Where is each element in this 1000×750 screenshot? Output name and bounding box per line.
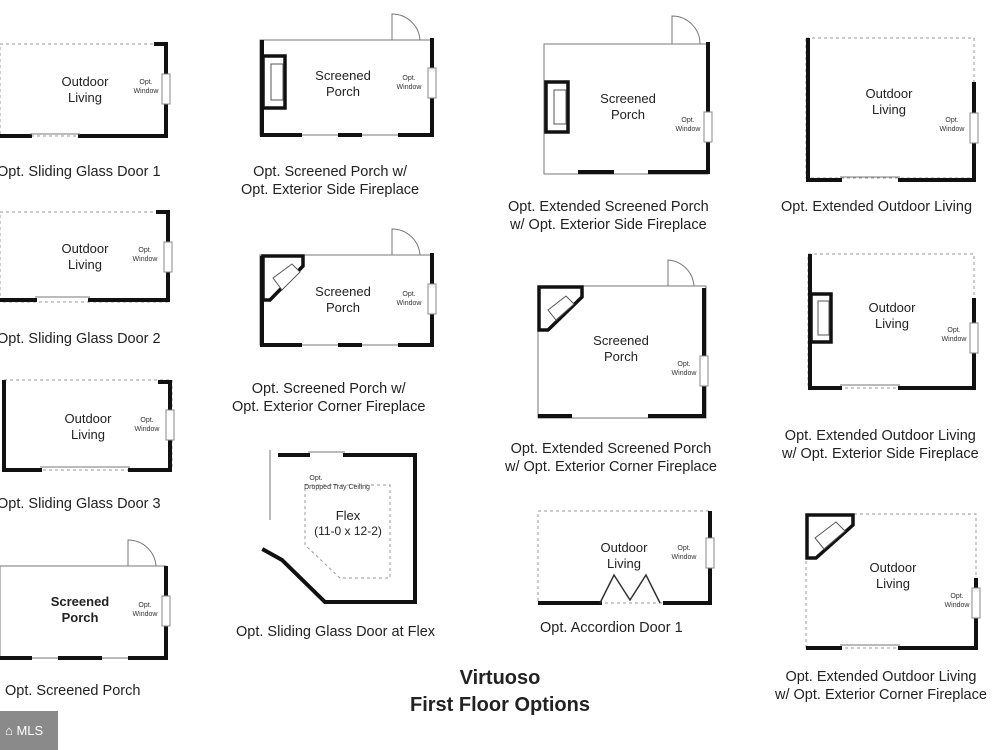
plan-extended-screened-porch-corner-fireplace: Screened Porch Opt. Window (537, 259, 709, 419)
room-label-porch: Porch (611, 107, 645, 122)
room-label-porch: Porch (604, 349, 638, 364)
plan-extended-screened-porch-side-fireplace: Screened Porch Opt. Window (543, 15, 713, 175)
window-label-window: Window (133, 611, 159, 618)
window-label-window: Window (942, 336, 968, 343)
room-label-living: Living (607, 556, 641, 571)
room-label-outdoor: Outdoor (601, 540, 649, 555)
window-label-opt: Opt. (138, 247, 151, 254)
plan-sliding-glass-door-1: Outdoor Living Opt. Window (0, 42, 171, 138)
plan-sliding-glass-door-2: Outdoor Living Opt. Window (0, 210, 173, 303)
window-label-window: Window (672, 370, 698, 377)
caption-sliding-glass-door-at-flex: Opt. Sliding Glass Door at Flex (236, 624, 436, 640)
window-label-opt: Opt. (677, 361, 690, 368)
page-title: Virtuoso (459, 667, 541, 689)
window-label-opt: Opt. (677, 545, 690, 552)
window-label-opt: Opt. (402, 291, 415, 298)
plan-accordion-door-1: Outdoor Living Opt. Window (537, 510, 715, 605)
window-label-opt: Opt. (945, 117, 958, 124)
room-label-flex: Flex (336, 508, 361, 523)
window-label-opt: Opt. (140, 417, 153, 424)
caption-sliding-glass-door-1: Opt. Sliding Glass Door 1 (0, 164, 161, 180)
room-label-screened: Screened (315, 68, 371, 83)
plan-extended-outdoor-living-side-fireplace: Outdoor Living Opt. Window (807, 253, 979, 390)
window-label-window: Window (397, 300, 423, 307)
room-label-porch: Porch (326, 84, 360, 99)
window-label-window: Window (945, 602, 971, 609)
room-label-living: Living (68, 257, 102, 272)
room-label-living: Living (875, 316, 909, 331)
window-label-window: Window (672, 554, 698, 561)
plan-sliding-glass-door-at-flex: Flex (11-0 x 12-2) Opt. Dropped Tray Cei… (261, 450, 417, 604)
window-label-opt: Opt. (950, 593, 963, 600)
tray-label-opt: Opt. (309, 475, 322, 482)
caption-screened-porch-corner-fireplace: Opt. Screened Porch w/Opt. Exterior Corn… (232, 381, 426, 415)
caption-screened-porch-side-fireplace: Opt. Screened Porch w/Opt. Exterior Side… (241, 164, 420, 198)
caption-accordion-door-1: Opt. Accordion Door 1 (540, 620, 683, 636)
room-label-living: Living (71, 427, 105, 442)
page-subtitle: First Floor Options (410, 694, 590, 716)
room-label-screened: Screened (51, 594, 110, 609)
room-label-outdoor: Outdoor (65, 411, 113, 426)
plan-extended-outdoor-living: Outdoor Living Opt. Window (805, 37, 979, 182)
room-label-porch: Porch (326, 300, 360, 315)
window-label-opt: Opt. (139, 79, 152, 86)
window-label-opt: Opt. (681, 117, 694, 124)
caption-sliding-glass-door-2: Opt. Sliding Glass Door 2 (0, 331, 161, 347)
tray-label-ceiling: Dropped Tray Ceiling (304, 484, 370, 491)
caption-sliding-glass-door-3: Opt. Sliding Glass Door 3 (0, 496, 161, 512)
plan-sliding-glass-door-3: Outdoor Living Opt. Window (2, 379, 175, 472)
window-label-opt: Opt. (138, 602, 151, 609)
window-label-window: Window (134, 88, 160, 95)
mls-watermark: ⌂ MLS (0, 711, 58, 750)
window-label-opt: Opt. (947, 327, 960, 334)
room-label-screened: Screened (593, 333, 649, 348)
plan-screened-porch-corner-fireplace: Screened Porch Opt. Window (259, 228, 437, 347)
window-label-window: Window (676, 126, 702, 133)
room-label-porch: Porch (62, 610, 99, 625)
room-label-outdoor: Outdoor (870, 560, 918, 575)
window-label-window: Window (940, 126, 966, 133)
room-label-outdoor: Outdoor (866, 86, 914, 101)
plan-screened-porch: Screened Porch Opt. Window (0, 539, 171, 660)
mls-logo-icon: ⌂ (5, 723, 17, 738)
room-label-screened: Screened (600, 91, 656, 106)
caption-screened-porch: Opt. Screened Porch (5, 683, 141, 699)
plan-extended-outdoor-living-corner-fireplace: Outdoor Living Opt. Window (805, 513, 981, 650)
room-label-flex-dims: (11-0 x 12-2) (314, 524, 382, 538)
caption-extended-outdoor-living: Opt. Extended Outdoor Living (781, 199, 973, 215)
window-label-window: Window (397, 84, 423, 91)
room-label-living: Living (872, 102, 906, 117)
room-label-living: Living (876, 576, 910, 591)
mls-text: MLS (16, 723, 44, 738)
room-label-living: Living (68, 90, 102, 105)
room-label-outdoor: Outdoor (62, 74, 110, 89)
window-label-opt: Opt. (402, 75, 415, 82)
room-label-screened: Screened (315, 284, 371, 299)
window-label-window: Window (135, 426, 161, 433)
window-label-window: Window (133, 256, 159, 263)
plan-screened-porch-side-fireplace: Screened Porch Opt. Window (259, 13, 437, 137)
room-label-outdoor: Outdoor (62, 241, 110, 256)
room-label-outdoor: Outdoor (869, 300, 917, 315)
